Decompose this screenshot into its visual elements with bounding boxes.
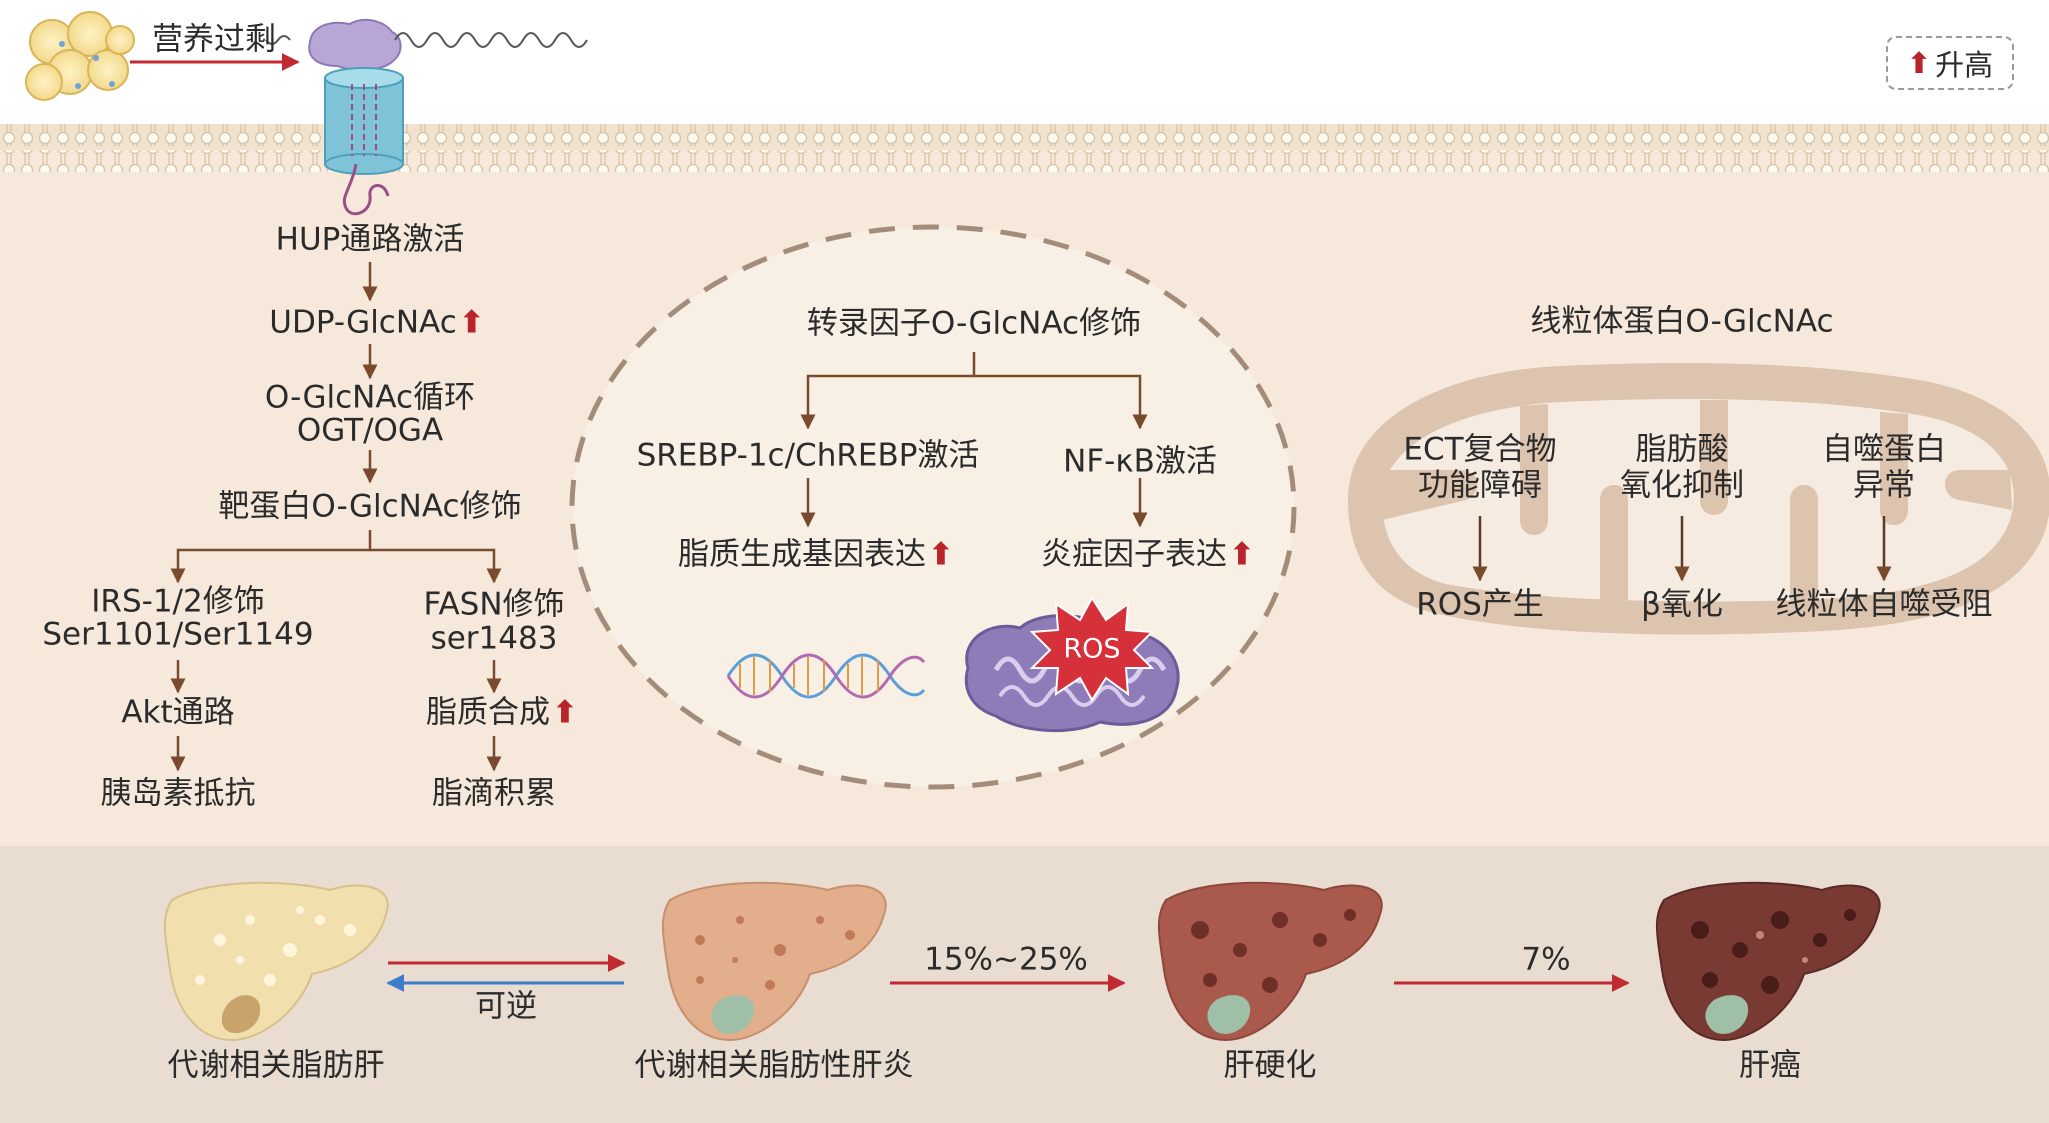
- lipogenic-label: 脂质生成基因表达⬆: [678, 536, 954, 573]
- hup-label: HUP通路激活: [275, 221, 465, 258]
- etc-label-2: 功能障碍: [1418, 467, 1542, 504]
- cycle-label-1: O-GlcNAc循环: [264, 379, 476, 416]
- liver-cirrhosis-icon: [1157, 881, 1383, 1042]
- mitophagy-label: 线粒体自噬受阻: [1775, 586, 1993, 623]
- progression-rate-1: 15%~25%: [924, 941, 1088, 978]
- autophagy-label-1: 自噬蛋白: [1822, 431, 1946, 468]
- insulin-label: 胰岛素抵抗: [100, 775, 256, 812]
- target-label: 靶蛋白O-GlcNAc修饰: [218, 488, 522, 525]
- up-arrow-icon: ⬆: [1906, 46, 1932, 80]
- fat-cells-icon: [25, 11, 135, 101]
- nucleus-arrows: [800, 352, 1148, 528]
- inflammation-label: 炎症因子表达⬆: [1041, 536, 1255, 573]
- progression-rate-2: 7%: [1521, 941, 1571, 978]
- ros-burst-label: ROS: [1063, 633, 1121, 665]
- srebp-label: SREBP-1c/ChREBP激活: [636, 437, 980, 474]
- lipid-synthesis-label: 脂质合成⬆: [426, 694, 578, 731]
- liver-healthy-fatty-icon: [163, 881, 389, 1042]
- receptor-icon: [265, 18, 588, 216]
- stage4-label: 肝癌: [1739, 1047, 1801, 1084]
- mito-title: 线粒体蛋白O-GlcNAc: [1530, 303, 1834, 340]
- ros-gen-label: ROS产生: [1416, 586, 1544, 623]
- damaged-mitochondrion-icon: [964, 596, 1180, 732]
- left-pathway-arrows: [170, 262, 502, 772]
- mito-arrows: [1472, 516, 1892, 582]
- udp-label: UDP-GlcNAc⬆: [269, 304, 485, 341]
- nucleus-title: 转录因子O-GlcNAc修饰: [806, 305, 1142, 342]
- akt-label: Akt通路: [121, 694, 235, 731]
- etc-label-1: ECT复合物: [1403, 431, 1557, 468]
- nutrition-label: 营养过剩: [152, 21, 276, 58]
- irs-label-1: IRS-1/2修饰: [91, 583, 265, 620]
- reversible-label: 可逆: [475, 988, 537, 1025]
- mitochondrion-shape: [1348, 363, 2049, 635]
- up-arrow-icon: ⬆: [1229, 536, 1255, 573]
- fa-label-2: 氧化抑制: [1620, 467, 1744, 504]
- dna-icon: [726, 653, 926, 699]
- legend-text: 升高: [1935, 48, 1994, 82]
- irs-label-2: Ser1101/Ser1149: [42, 616, 314, 653]
- liver-steatohepatitis-icon: [661, 881, 887, 1042]
- disease-arrows: [386, 954, 1630, 992]
- liver-cancer-icon: [1655, 881, 1881, 1042]
- stage2-label: 代谢相关脂肪性肝炎: [634, 1047, 914, 1084]
- beta-oxidation-label: β氧化: [1641, 586, 1723, 623]
- up-arrow-icon: ⬆: [928, 536, 954, 573]
- stage1-label: 代谢相关脂肪肝: [167, 1047, 385, 1084]
- lipid-droplet-label: 脂滴积累: [432, 775, 556, 812]
- cell-membrane: [0, 124, 2049, 172]
- autophagy-label-2: 异常: [1853, 467, 1915, 504]
- fa-label-1: 脂肪酸: [1635, 431, 1729, 468]
- fasn-label-2: ser1483: [430, 620, 558, 657]
- up-arrow-icon: ⬆: [552, 694, 578, 731]
- cycle-label-2: OGT/OGA: [296, 412, 444, 449]
- legend-box: ⬆ 升高: [1886, 36, 2014, 90]
- fasn-label-1: FASN修饰: [423, 586, 565, 623]
- nfkb-label: NF-κB激活: [1063, 443, 1217, 480]
- stage3-label: 肝硬化: [1223, 1047, 1317, 1084]
- up-arrow-icon: ⬆: [458, 304, 485, 341]
